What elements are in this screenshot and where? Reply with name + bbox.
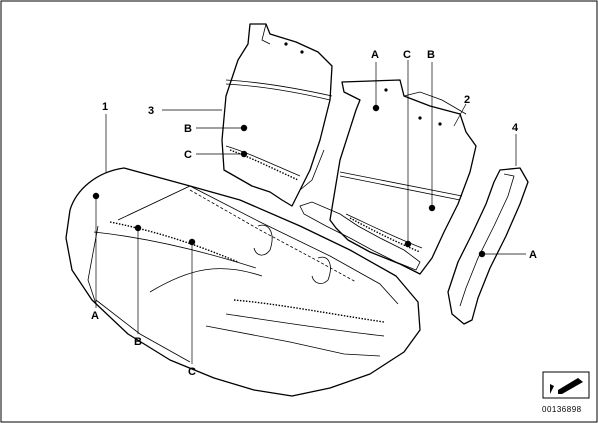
callout-backrest-left-b: B (184, 123, 192, 135)
side-bolster[interactable] (447, 167, 529, 325)
callout-backrest-right-c: C (403, 49, 411, 61)
part-number-2: 2 (464, 94, 470, 106)
seat-cushion[interactable] (65, 167, 421, 397)
callout-backrest-right-b: B (427, 49, 435, 61)
callout-bolster-a: A (529, 249, 537, 261)
callout-cushion-a: A (91, 310, 99, 322)
leader-lines (95, 60, 526, 364)
part-number-1: 1 (102, 101, 108, 113)
part-number-4: 4 (512, 122, 519, 134)
part-number-3: 3 (148, 105, 154, 117)
backrest-left[interactable] (221, 23, 333, 207)
direction-arrow-icon (542, 371, 590, 399)
callout-backrest-right-a: A (371, 49, 379, 61)
callout-cushion-b: B (134, 336, 142, 348)
callout-cushion-c: C (188, 366, 196, 378)
backrest-right[interactable] (299, 79, 477, 275)
callout-dots (92, 104, 486, 258)
callout-backrest-left-c: C (184, 149, 192, 161)
reference-code: 00136898 (542, 405, 582, 414)
